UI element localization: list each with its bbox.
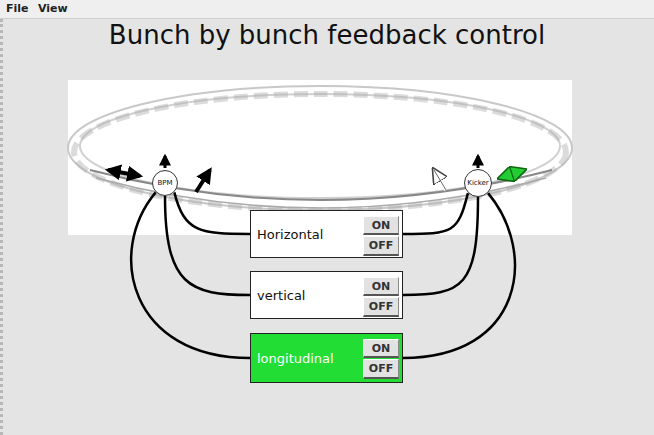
menu-bar <box>0 0 654 19</box>
node-label: Horizontal <box>257 227 323 242</box>
button-label: OFF <box>369 362 393 375</box>
node-label: vertical <box>257 288 305 303</box>
signal-wire <box>131 192 250 358</box>
button-label: ON <box>372 280 391 293</box>
title-text: Bunch by bunch feedback control <box>109 20 545 50</box>
control-panel-box: longitudinal ON OFF <box>250 333 403 383</box>
menu-item: File <box>6 2 29 15</box>
signal-wire <box>165 196 250 295</box>
signal-wire <box>403 193 515 358</box>
toggle-button: OFF <box>363 297 399 317</box>
storage-ring <box>68 86 572 210</box>
toggle-button: ON <box>363 216 399 235</box>
button-label: OFF <box>369 239 393 252</box>
node-label: longitudinal <box>257 351 334 366</box>
toggle-button: OFF <box>363 359 399 379</box>
node-label: Kicker <box>467 179 488 187</box>
button-label: ON <box>372 219 391 232</box>
signal-wire <box>403 197 478 295</box>
toggle-button: OFF <box>363 236 399 256</box>
window-title: Bunch by bunch feedback control <box>0 20 654 50</box>
signal-wire <box>403 193 468 234</box>
menu-item: View <box>38 2 68 15</box>
toggle-button: ON <box>363 277 399 296</box>
node-label: BPM <box>157 179 172 187</box>
control-panel-box: vertical ON OFF <box>250 271 403 319</box>
device-circle: Kicker <box>464 169 492 197</box>
button-label: ON <box>372 342 391 355</box>
control-panel-box: Horizontal ON OFF <box>250 210 403 258</box>
signal-wire <box>174 192 250 234</box>
toggle-button: ON <box>363 339 399 358</box>
device-circle: BPM <box>152 170 178 196</box>
button-label: OFF <box>369 300 393 313</box>
